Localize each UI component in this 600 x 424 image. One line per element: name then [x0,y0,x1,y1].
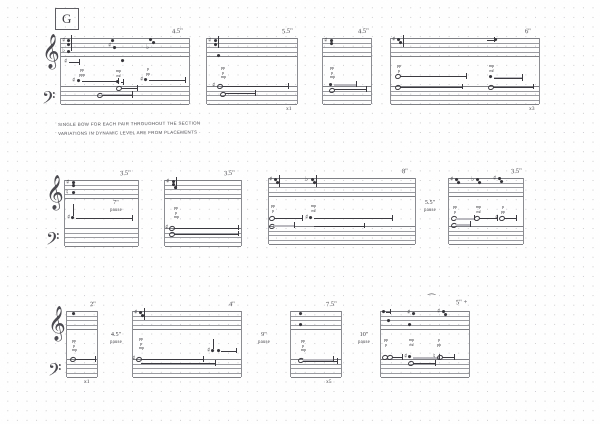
bass-clef-icon: 𝄢 [42,88,56,112]
duration-label-s2: 5.5" [281,27,294,36]
repeat-label-s11: x5 [326,379,332,385]
gap-label-s12[interactable]: 10" pause [358,330,370,346]
performance-note: Single bow for each pair throughout the … [58,118,248,138]
duration-label-s10: 4" [228,300,236,309]
gap-kind: pause [358,340,370,346]
duration-label-s7: 8" [401,167,409,176]
repeat-label-s2: x1 [286,106,292,112]
gap-kind: pause [424,208,436,214]
gap-label-s11[interactable]: 9" pause [258,330,270,346]
gap-kind: pause [110,340,122,346]
treble-clef-icon: 𝄞 [42,34,60,69]
fermata-icon: ⁀ [428,295,436,305]
rehearsal-mark-box: G [55,8,79,30]
treble-clef-icon: 𝄞 [46,175,64,210]
gap-seconds: 4.5" [110,331,122,338]
duration-label-s6: 3.5" [223,169,236,178]
rehearsal-mark-letter: G [62,11,72,26]
duration-label-s8: 3.5" [510,167,523,176]
duration-label-s11: 7.5" [325,300,338,309]
gap-kind: pause [258,340,270,346]
repeat-label-s9: x1 [84,379,90,385]
gap-label-s10[interactable]: 4.5" pause [110,330,122,346]
duration-label-s9: 2" [89,300,97,309]
duration-label-s5: 3.5" [119,169,132,178]
duration-label-s1: 4.5" [171,27,184,36]
bass-clef-icon: 𝄢 [48,360,62,384]
duration-label-s4: 6" [524,27,532,36]
gap-label-s8[interactable]: 5.5" pause [424,198,436,214]
gap-seconds: 7" [113,199,119,206]
treble-clef-icon: 𝄞 [48,306,66,341]
gap-kind: pause [110,208,122,214]
gap-label-s6[interactable]: 7" pause [110,198,122,214]
gap-seconds: 5.5" [424,199,436,206]
gap-seconds: 9" [261,331,267,338]
gap-seconds: 10" [359,331,369,338]
duration-label-s12: 5" + [455,298,468,307]
repeat-label-s4: x3 [529,106,535,112]
staff-box-s5: ♯ ♮ ♯ [64,179,139,247]
performance-note-line-2: Variations in dynamic level are from pla… [58,129,198,137]
bass-clef-icon: 𝄢 [46,229,60,253]
duration-label-s3: 4.5" [357,27,370,36]
